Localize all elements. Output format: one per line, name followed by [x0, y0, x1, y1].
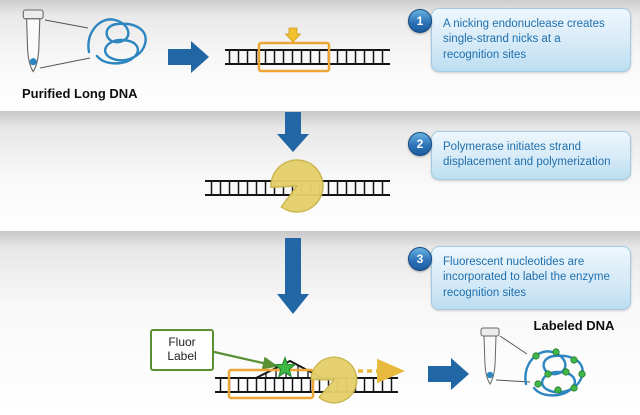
purified-dna-coil-icon: [87, 18, 147, 65]
recognition-site-highlight-step1: [257, 41, 331, 73]
polymerase-enzyme-icon-step3: [310, 356, 358, 404]
displaced-strand-flap: [255, 359, 323, 379]
polymerase-enzyme-icon-step2: [270, 159, 324, 213]
step3-down-arrow-icon: [277, 238, 309, 314]
labeled-dna-coil-icon: [524, 348, 586, 397]
step3-right-arrow-icon: [428, 358, 469, 390]
dna-ladder-step1: [225, 49, 390, 65]
fluor-label-box: Fluor Label: [150, 329, 214, 371]
labeled-dna-label: Labeled DNA: [533, 318, 615, 333]
fluorescent-label-dots: [532, 348, 586, 394]
recognition-site-highlight-step3: [227, 368, 315, 400]
nick-marker-icon: [284, 27, 302, 43]
purified-dna-label: Purified Long DNA: [22, 86, 138, 101]
dna-ladder-step3: [215, 359, 398, 393]
step3-number-badge: 3: [408, 247, 432, 271]
fluorescent-star-icon: [273, 356, 297, 378]
step1-callout: A nicking endonuclease creates single-st…: [431, 8, 631, 72]
fluor-label-pointer-arrow: [209, 349, 279, 370]
step3-callout: Fluorescent nucleotides are incorporated…: [431, 246, 631, 310]
step2-down-arrow-icon: [277, 112, 309, 152]
step2-number-badge: 2: [408, 132, 432, 156]
step1-right-arrow-icon: [168, 41, 209, 73]
step1-number-badge: 1: [408, 9, 432, 33]
purified-dna-tube-icon: [22, 9, 91, 73]
step2-callout: Polymerase initiates strand displacement…: [431, 131, 631, 180]
labeled-dna-tube-icon: [480, 327, 531, 385]
